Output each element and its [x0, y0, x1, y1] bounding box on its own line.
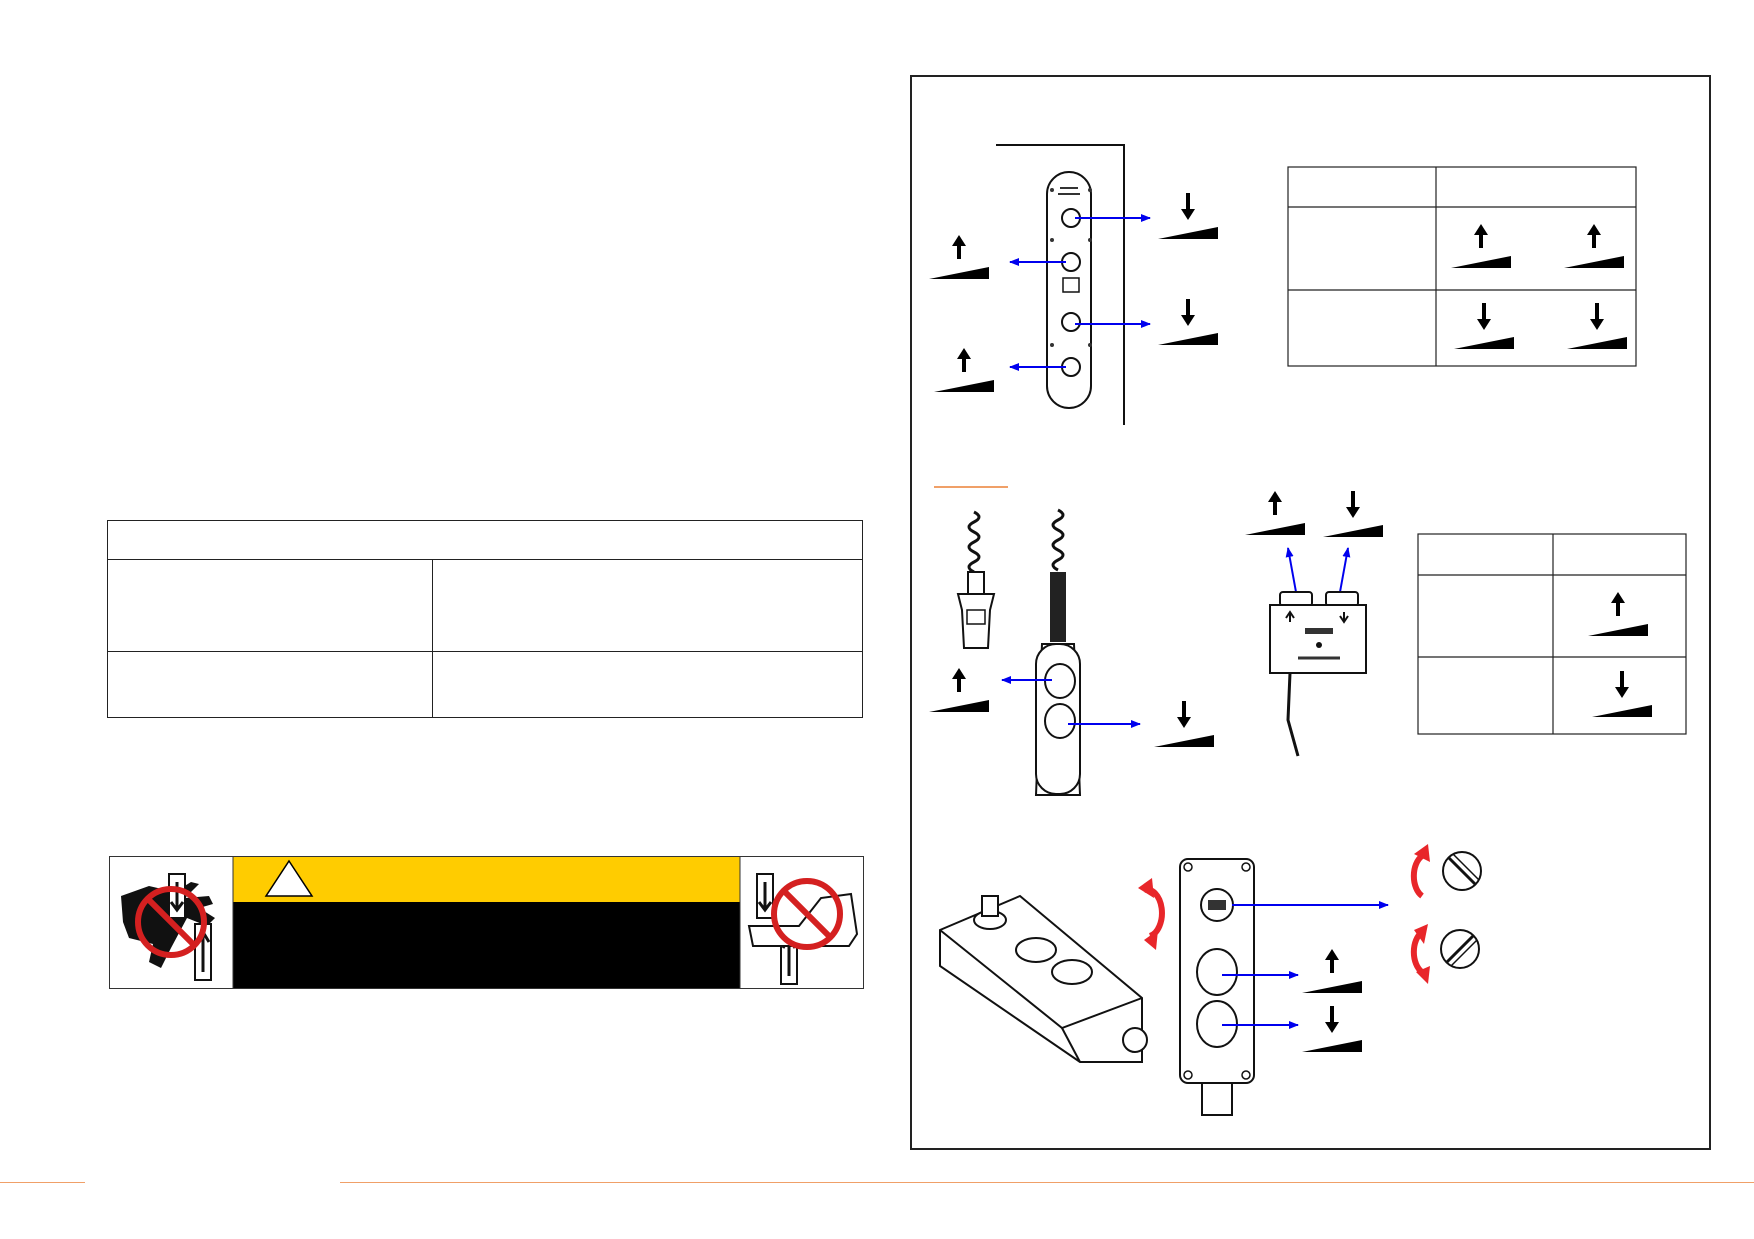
warning-label [109, 856, 864, 989]
arrow-down-icon [1156, 191, 1220, 241]
arrow-down-icon [1152, 699, 1216, 749]
arrow-up-icon [1243, 489, 1307, 537]
arrow-up-icon [927, 233, 991, 281]
table-divider [432, 559, 433, 717]
table-divider [108, 651, 862, 652]
no-hands-icon [121, 873, 215, 981]
wall-mounted-control-panel [927, 144, 1220, 425]
keyed-control-box [939, 844, 1482, 1116]
rotate-icon [1410, 844, 1430, 899]
function-table-top [1287, 166, 1637, 367]
arrow-up-icon [927, 666, 991, 714]
handheld-pendant-control [927, 508, 1216, 796]
rotate-icon [1138, 878, 1165, 950]
footer-rule-right [340, 1182, 1754, 1183]
diagram-frame [910, 75, 1711, 1150]
arrow-down-icon [1452, 301, 1516, 351]
arrow-up-icon [1449, 222, 1513, 270]
arrow-up-icon [932, 346, 996, 394]
table-divider [108, 559, 862, 560]
arrow-down-icon [1300, 1004, 1364, 1054]
arrow-up-icon [1300, 947, 1364, 995]
arrow-down-icon [1321, 489, 1385, 539]
function-table-mid [1417, 533, 1687, 735]
warning-triangle-icon [264, 859, 314, 897]
arrow-down-icon [1565, 301, 1629, 351]
arrow-down-icon [1156, 297, 1220, 347]
footer-rule-left [0, 1182, 85, 1183]
arrow-up-icon [1562, 222, 1626, 270]
rotate-icon [1410, 924, 1430, 984]
dual-button-control-box [1243, 489, 1385, 757]
arrow-up-icon [1586, 590, 1650, 638]
warning-signal-band [233, 857, 740, 902]
warning-message-area [233, 902, 740, 988]
no-feet-icon [747, 873, 859, 985]
arrow-down-icon [1590, 669, 1654, 719]
spec-table [107, 520, 863, 718]
